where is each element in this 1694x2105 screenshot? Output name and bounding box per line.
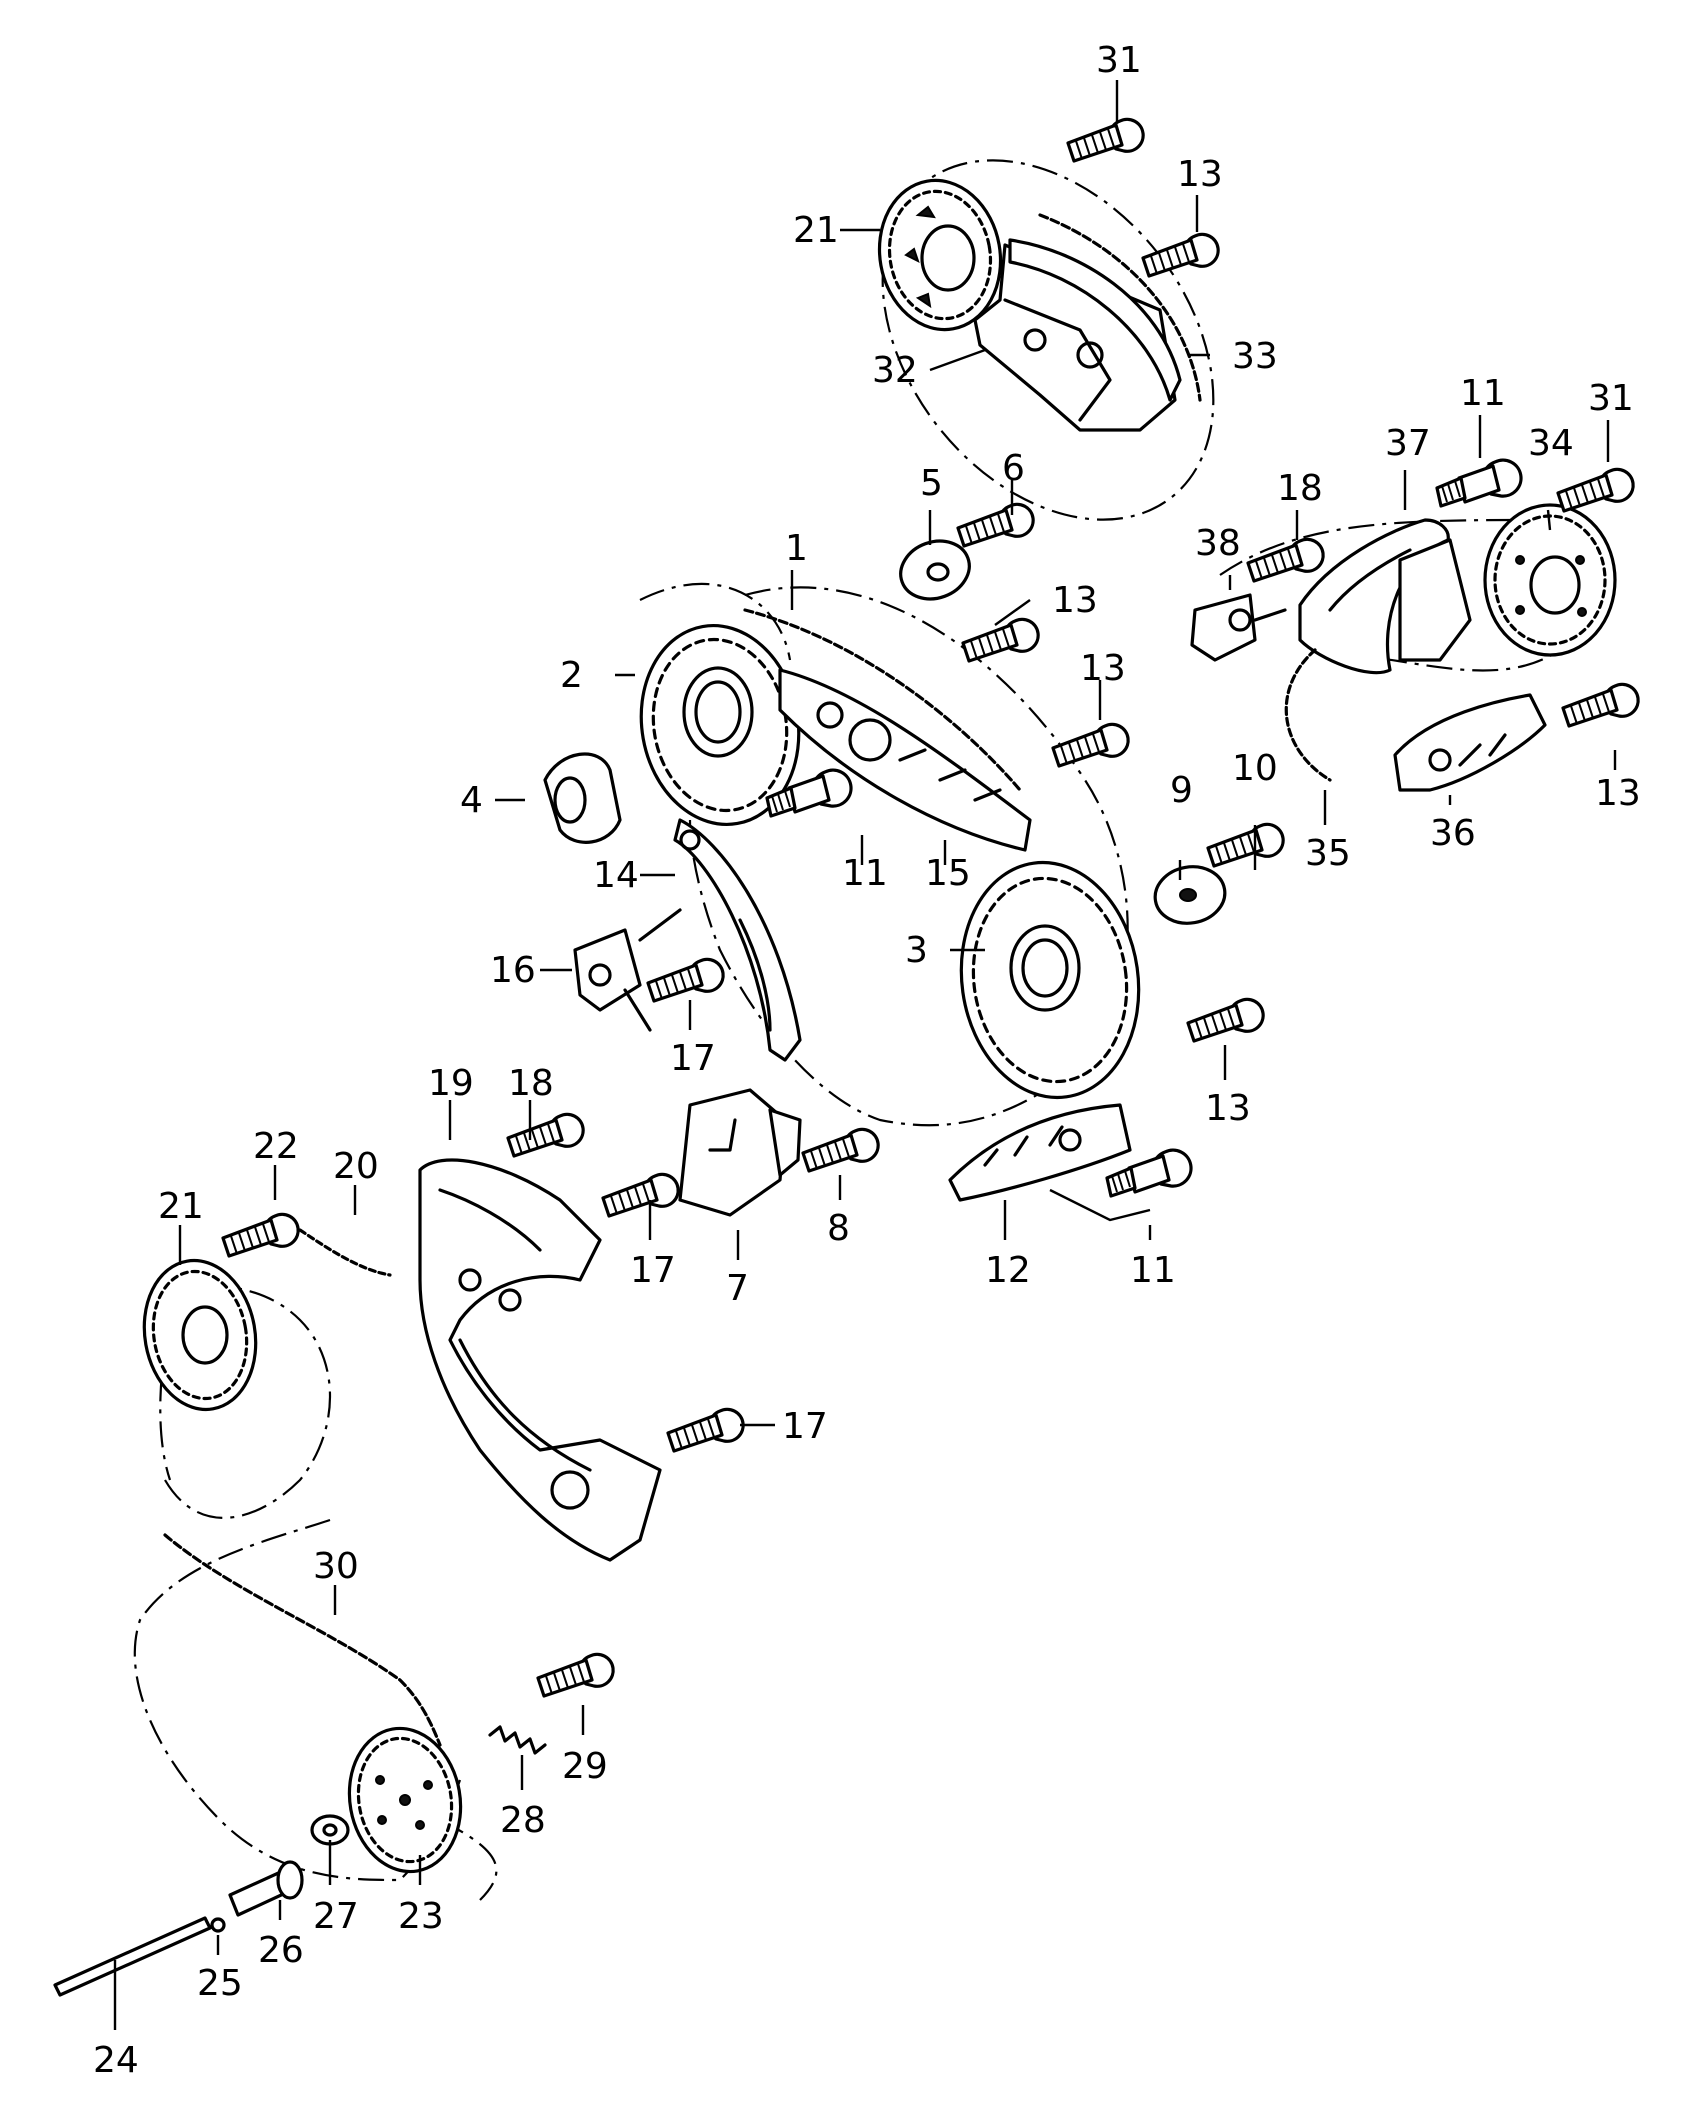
callout-8: 8 bbox=[827, 1208, 850, 1249]
right-chain-tensioner bbox=[1190, 593, 1287, 662]
callout-34: 34 bbox=[1528, 423, 1574, 464]
callout-21: 21 bbox=[158, 1186, 204, 1227]
small-ring bbox=[210, 1917, 226, 1933]
crankshaft-sprocket bbox=[347, 1726, 463, 1874]
callout-18: 18 bbox=[508, 1063, 554, 1104]
callout-20: 20 bbox=[333, 1146, 379, 1187]
callout-9: 9 bbox=[1170, 770, 1193, 811]
right-chain-guide bbox=[1298, 518, 1472, 675]
callout-27: 27 bbox=[313, 1896, 359, 1937]
callout-1: 1 bbox=[785, 528, 808, 569]
callout-6: 6 bbox=[1002, 448, 1025, 489]
callout-2: 2 bbox=[560, 655, 583, 696]
callout-18: 18 bbox=[1277, 468, 1323, 509]
callout-23: 23 bbox=[398, 1896, 444, 1937]
callout-31: 31 bbox=[1588, 378, 1634, 419]
lower-camshaft-sprocket bbox=[142, 1258, 258, 1412]
callout-30: 30 bbox=[313, 1546, 359, 1587]
callout-33: 33 bbox=[1232, 336, 1278, 377]
callout-22: 22 bbox=[253, 1126, 299, 1167]
upper-chain-tensioner bbox=[973, 238, 1182, 432]
right-timing-chain-segment bbox=[1284, 648, 1332, 782]
thrust-washer-upper bbox=[899, 539, 971, 601]
callout-38: 38 bbox=[1195, 523, 1241, 564]
callout-25: 25 bbox=[197, 1963, 243, 2004]
callout-11: 11 bbox=[1460, 373, 1506, 414]
callout-17: 17 bbox=[670, 1038, 716, 1079]
callout-16: 16 bbox=[490, 950, 536, 991]
callout-11: 11 bbox=[1130, 1250, 1176, 1291]
callout-10: 10 bbox=[1232, 748, 1278, 789]
callout-7: 7 bbox=[726, 1268, 749, 1309]
spring bbox=[488, 1725, 547, 1755]
right-tensioning-rail bbox=[1393, 693, 1547, 792]
upper-timing-chain bbox=[1038, 213, 1202, 402]
upper-chain-guide-rail bbox=[778, 668, 1032, 852]
callout-15: 15 bbox=[925, 853, 971, 894]
lower-timing-chain bbox=[163, 1533, 442, 1747]
lower-guide-rail bbox=[948, 1103, 1132, 1202]
callout-31: 31 bbox=[1096, 40, 1142, 81]
callout-37: 37 bbox=[1385, 423, 1431, 464]
callout-29: 29 bbox=[562, 1746, 608, 1787]
callout-13: 13 bbox=[1205, 1088, 1251, 1129]
callout-26: 26 bbox=[258, 1930, 304, 1971]
chain-path-outlines bbox=[133, 159, 1589, 1901]
callout-labels: 31 13 21 33 32 11 31 37 34 18 38 5 6 1 1… bbox=[93, 40, 1641, 2081]
callout-3: 3 bbox=[905, 930, 928, 971]
callout-5: 5 bbox=[920, 463, 943, 504]
left-tensioning-rail bbox=[673, 818, 802, 1062]
callout-14: 14 bbox=[593, 855, 639, 896]
callout-13: 13 bbox=[1595, 773, 1641, 814]
callout-32: 32 bbox=[872, 350, 918, 391]
oil-spray-tube bbox=[298, 1228, 392, 1277]
bearing-pin bbox=[228, 1860, 304, 1917]
callout-17: 17 bbox=[630, 1250, 676, 1291]
right-camshaft-sprocket bbox=[1483, 503, 1617, 657]
chain-tensioner-housing bbox=[678, 1088, 802, 1217]
camshaft-bushing bbox=[543, 752, 622, 844]
callout-11: 11 bbox=[842, 853, 888, 894]
main-timing-chain-upper bbox=[743, 608, 1022, 792]
callout-19: 19 bbox=[428, 1063, 474, 1104]
exhaust-camshaft-sprocket bbox=[959, 860, 1141, 1100]
lower-chain-guide-assembly bbox=[418, 1158, 662, 1562]
callout-13: 13 bbox=[1052, 580, 1098, 621]
upper-camshaft-sprocket bbox=[877, 178, 1003, 332]
callout-35: 35 bbox=[1305, 833, 1351, 874]
callout-21: 21 bbox=[793, 210, 839, 251]
callout-13: 13 bbox=[1080, 648, 1126, 689]
drive-shaft bbox=[53, 1916, 212, 1997]
callout-24: 24 bbox=[93, 2040, 139, 2081]
left-chain-tensioner bbox=[573, 908, 682, 1032]
thrust-washer-lower bbox=[1153, 865, 1227, 925]
callout-28: 28 bbox=[500, 1800, 546, 1841]
leader-lines bbox=[113, 80, 1617, 2030]
callout-17: 17 bbox=[782, 1406, 828, 1447]
callout-12: 12 bbox=[985, 1250, 1031, 1291]
left-camshaft-sprocket bbox=[639, 623, 801, 827]
bolts bbox=[221, 117, 1640, 1698]
sprocket-washer bbox=[310, 1814, 350, 1846]
callout-4: 4 bbox=[460, 780, 483, 821]
callout-13: 13 bbox=[1177, 154, 1223, 195]
callout-36: 36 bbox=[1430, 813, 1476, 854]
